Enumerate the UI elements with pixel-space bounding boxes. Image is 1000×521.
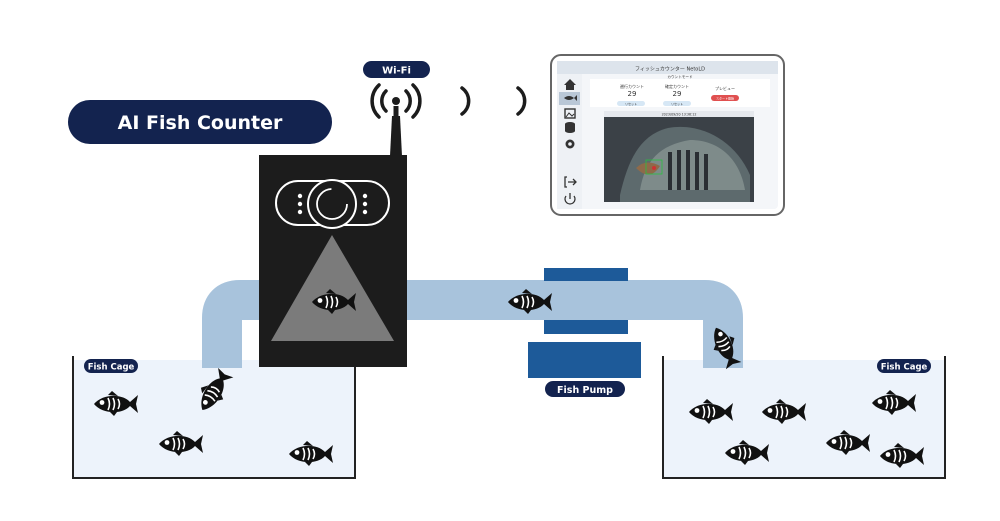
counter-b-value: 29 <box>673 90 682 98</box>
camera-lens <box>307 179 357 229</box>
transfer-pipe <box>202 280 743 368</box>
reset-a-button[interactable] <box>617 101 645 106</box>
fish-icon[interactable] <box>559 92 580 105</box>
tablet-status-bar <box>557 61 778 74</box>
count-mode-label: カウントモード <box>667 74 693 79</box>
detection-box <box>645 159 663 175</box>
reset-b-button[interactable] <box>663 101 691 106</box>
start-button[interactable] <box>711 95 739 101</box>
pump-label-badge: Fish Pump <box>545 381 625 397</box>
pump-label: Fish Pump <box>557 385 613 396</box>
right-cage-label: Fish Cage <box>881 363 928 373</box>
fish-pump <box>528 268 641 378</box>
preview-label: プレビュー <box>715 85 735 91</box>
counter-a-label: 遡行カウント <box>620 83 644 89</box>
svg-text:リセット: リセット <box>625 101 637 106</box>
left-cage-label-badge: Fish Cage <box>84 359 138 373</box>
power-icon[interactable] <box>564 193 576 205</box>
counter-b-label: 確定カウント <box>665 83 689 89</box>
right-cage-label-badge: Fish Cage <box>877 359 931 373</box>
svg-text:スタート開始: スタート開始 <box>716 96 734 101</box>
wifi-signal: Wi-Fi <box>363 61 527 119</box>
camera-view-cone <box>271 235 394 341</box>
title-badge: AI Fish Counter <box>68 100 332 144</box>
wifi-badge <box>363 61 430 78</box>
counter-a-value: 29 <box>628 90 637 98</box>
logout-icon[interactable] <box>564 176 577 188</box>
tablet: フィッシュカウンター NetoLD <box>550 54 785 216</box>
tablet-app-title: フィッシュカウンター NetoLD <box>635 66 705 73</box>
svg-text:リセット: リセット <box>671 101 683 106</box>
fish-counter-device <box>259 106 407 367</box>
title-text: AI Fish Counter <box>118 112 283 134</box>
camera-caption: 2023/09/20 13:36:12 <box>662 113 697 117</box>
home-icon[interactable] <box>564 79 576 90</box>
image-icon[interactable] <box>564 108 576 119</box>
database-icon[interactable] <box>565 122 575 133</box>
wifi-label: Wi-Fi <box>382 66 411 77</box>
gear-icon[interactable] <box>565 139 575 149</box>
left-cage-label: Fish Cage <box>88 363 135 373</box>
